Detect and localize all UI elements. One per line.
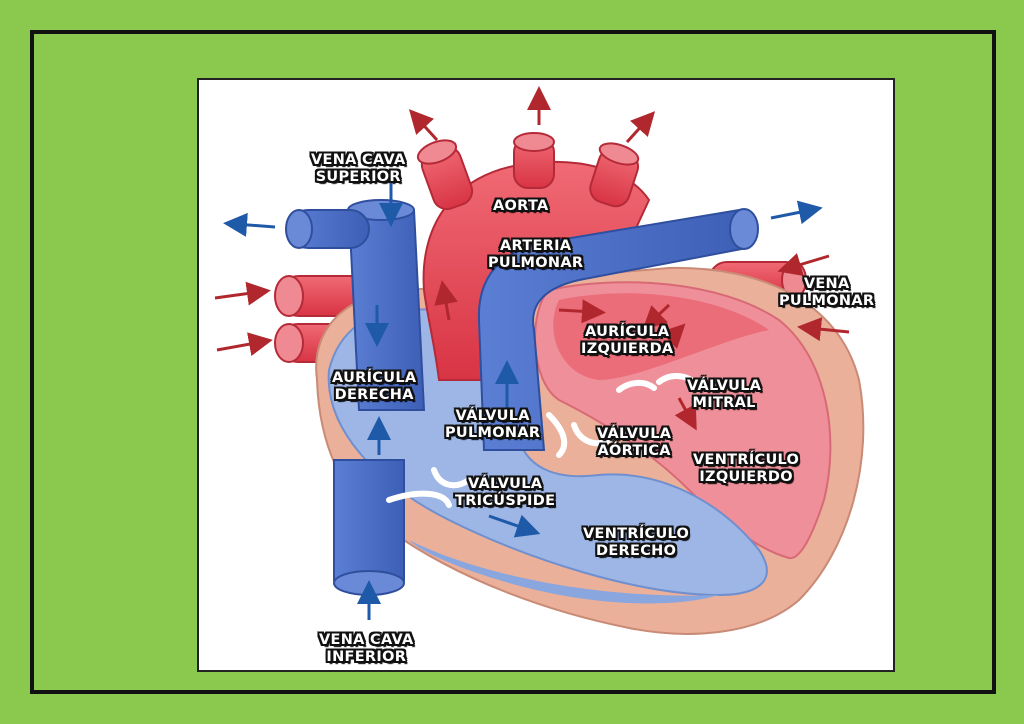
- oxygenated-flow-arrows: [214, 86, 850, 431]
- deoxygenated-flow-arrows: [223, 182, 823, 620]
- heart-illustration: [214, 86, 865, 635]
- label-aorta: AORTA: [493, 198, 549, 214]
- heart-valves: [386, 373, 697, 508]
